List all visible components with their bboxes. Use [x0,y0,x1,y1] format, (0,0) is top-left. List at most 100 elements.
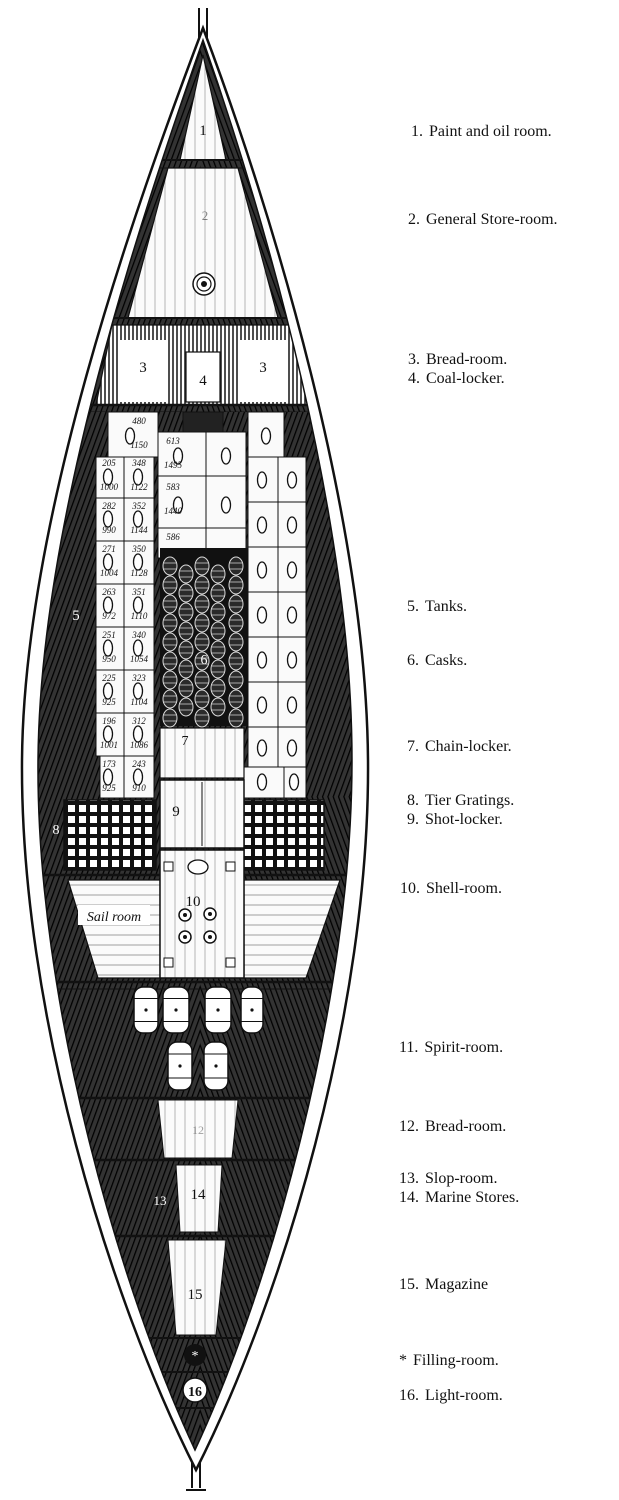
cask [210,640,226,660]
legend-item-9: 9.Shot-locker. [407,811,503,828]
mark-10: 10 [186,894,201,910]
cask [228,689,244,709]
legend-item-1: 1.Paint and oil room. [411,123,552,140]
cask [162,575,178,595]
cask [210,697,226,717]
manhole-oval [132,510,144,528]
tank-number: 225 [102,673,116,683]
manhole-oval [260,427,272,445]
tank-number: 1144 [130,525,148,535]
manhole-oval [288,773,300,791]
manhole-oval [256,773,268,791]
tank-number: 583 [166,482,180,492]
legend-item-4: 4.Coal-locker. [408,370,505,387]
tank-numbers: 2051000282990271100426397225195022592519… [100,416,183,793]
filling-room [184,1344,206,1366]
tank-number: 586 [166,532,180,542]
manhole-oval [102,725,114,743]
legend-item-15: 15.Magazine [399,1276,489,1293]
cask [194,651,210,671]
manhole-oval [172,447,184,465]
manhole-oval [102,596,114,614]
tank-manholes [102,427,300,791]
manhole-oval [256,471,268,489]
tank-number: 323 [131,673,146,683]
legend-item-6: 6.Casks. [407,652,468,669]
tank-number: 263 [102,587,116,597]
mark-4: 4 [199,373,207,389]
cask [178,678,194,698]
tank-number: 925 [102,783,116,793]
manhole-oval [286,696,298,714]
manhole-oval [132,468,144,486]
tank-number: 352 [131,501,146,511]
tank-number: 351 [131,587,146,597]
manhole-oval [102,510,114,528]
legend-item-13: 13.Slop-room. [399,1170,498,1187]
cask [228,556,244,576]
legend-item-2: 2.General Store-room. [408,211,558,228]
cask [178,697,194,717]
svg-text:*: * [192,1349,199,1364]
tank-number: 243 [132,759,146,769]
manhole-oval [256,606,268,624]
legend-item-3: 3.Bread-room. [408,351,508,368]
tank-number: 196 [102,716,116,726]
cask [162,670,178,690]
manhole-oval [102,468,114,486]
tank-number: 173 [102,759,116,769]
cask [194,556,210,576]
legend-item-filling: *Filling-room. [399,1352,499,1369]
cask [228,670,244,690]
manhole-oval [256,561,268,579]
mark-2: 2 [202,208,209,223]
mark-16: 16 [188,1385,202,1400]
tank-number: 312 [131,716,146,726]
tank-number: 205 [102,458,116,468]
manhole-oval [172,496,184,514]
legend-item-8: 8.Tier Gratings. [407,792,515,809]
tank-number: 1150 [130,440,148,450]
mark-3-starboard: 3 [259,360,267,376]
mark-13: 13 [154,1193,167,1208]
tank-number: 1122 [130,482,148,492]
mark-8: 8 [53,823,60,838]
tank-number: 1440 [164,506,183,516]
tank-number: 972 [102,611,116,621]
cask [194,632,210,652]
manhole-oval [220,447,232,465]
cask [210,659,226,679]
cask [162,613,178,633]
mark-12: 12 [192,1123,204,1137]
legend-item-11: 11.Spirit-room. [399,1039,504,1056]
mark-7: 7 [182,734,189,749]
cask [194,613,210,633]
tank-number: 1104 [130,697,148,707]
cask [194,575,210,595]
cask [210,678,226,698]
manhole-oval [256,696,268,714]
legend-item-12: 12.Bread-room. [399,1118,507,1135]
mark-6: 6 [201,653,208,668]
mark-sail-room: Sail room [87,910,141,925]
tank-number: 1128 [130,568,148,578]
cask [228,708,244,728]
manhole-oval [124,427,136,445]
cask [228,632,244,652]
cask [178,621,194,641]
cask [162,708,178,728]
cask [228,613,244,633]
tank-number: 613 [166,436,180,446]
manhole-oval [132,725,144,743]
manhole-oval [286,651,298,669]
tank-number: 1054 [130,654,149,664]
manhole-oval [102,682,114,700]
mark-15: 15 [188,1287,203,1303]
mark-9: 9 [172,804,180,820]
spirit-casks [133,986,264,1091]
tier-grating-port [63,799,157,871]
legend-item-5: 5.Tanks. [407,598,467,615]
legend-item-10: 10.Shell-room. [400,880,502,897]
casks [162,556,244,728]
